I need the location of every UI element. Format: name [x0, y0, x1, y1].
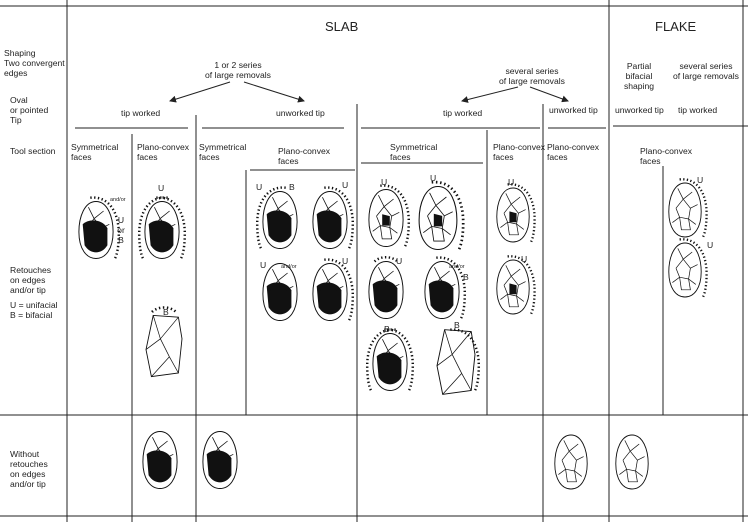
row-label-tool-section: Tool section [10, 146, 56, 156]
row-label-line: edges [4, 68, 28, 78]
u-mark: U [508, 177, 515, 187]
tool-drawing [142, 431, 649, 490]
removals-several-label: several series of large removals [482, 66, 582, 86]
row-label-line: Without [10, 449, 40, 459]
row-label-without-retouches: Without retouches on edges and/or tip [10, 449, 48, 489]
legend-line: U = unifacial [10, 300, 58, 310]
tip-worked-label: tip worked [121, 108, 161, 118]
u-mark: U [396, 256, 403, 266]
or-mark: or [117, 225, 125, 235]
u-or-b-mark: U or B [116, 215, 126, 245]
row-label-line: or pointed [10, 105, 49, 115]
u-mark: U [697, 175, 704, 185]
label-line: shaping [623, 81, 655, 91]
row-label-shaping: Shaping Two convergent edges [4, 48, 65, 78]
plano-convex-faces-label: Plano-convex faces [137, 142, 189, 162]
flake-several-label: several series of large removals [664, 61, 748, 81]
u-mark: U [381, 177, 388, 187]
row-label-line: Two convergent [4, 58, 65, 68]
row-label-line: and/or tip [10, 479, 46, 489]
label-line: faces [547, 152, 568, 162]
label-line: faces [278, 156, 299, 166]
row-label-oval-tip: Oval or pointed Tip [10, 95, 48, 125]
row-label-line: retouches [10, 459, 48, 469]
u-mark: U [342, 180, 349, 190]
unworked-tip-label: unworked tip [549, 105, 598, 115]
b-mark: B [118, 235, 124, 245]
flake-tip-worked-label: tip worked [678, 105, 718, 115]
legend-line: B = bifacial [10, 310, 53, 320]
label-line: Partial [626, 61, 652, 71]
label-line: Plano-convex [137, 142, 190, 152]
row-label-line: Oval [10, 95, 28, 105]
row-label-line: Tip [10, 115, 22, 125]
plano-convex-faces-label: Plano-convex faces [493, 142, 545, 162]
andor-mark: and/or [449, 264, 465, 270]
b-mark: B [289, 182, 295, 192]
row-label-line: Retouches [10, 265, 52, 275]
u-mark: U [158, 183, 165, 193]
flake-partial-label: Partial bifacial shaping [612, 61, 666, 91]
b-mark: B [163, 307, 169, 317]
u-mark: U [256, 182, 263, 192]
plano-convex-faces-label: Plano-convex faces [547, 142, 599, 162]
label-line: faces [640, 156, 661, 166]
b-mark: B [384, 324, 390, 334]
label-line: faces [71, 152, 92, 162]
label-line: several series [679, 61, 733, 71]
flake-header: FLAKE [655, 19, 697, 34]
row-label-line: on edges [10, 469, 46, 479]
flake-unworked-tip-label: unworked tip [615, 105, 664, 115]
label-line: 1 or 2 series [214, 60, 262, 70]
label-line: bifacial [625, 71, 653, 81]
label-line: of large removals [205, 70, 271, 80]
u-mark: U [342, 256, 349, 266]
label-line: faces [493, 152, 514, 162]
row-label-line: Shaping [4, 48, 36, 58]
label-line: Plano-convex [640, 146, 693, 156]
label-line: Plano-convex [493, 142, 546, 152]
label-line: Symmetrical [199, 142, 247, 152]
plano-convex-faces-label: Plano-convex faces [278, 146, 330, 166]
u-mark: U [707, 240, 714, 250]
tool-drawing [78, 178, 708, 395]
u-mark: U [260, 260, 267, 270]
u-mark: U [117, 215, 125, 225]
symmetrical-faces-label: Symmetrical faces [71, 142, 118, 162]
b-mark: B [454, 320, 460, 330]
tip-worked-label: tip worked [443, 108, 483, 118]
label-line: several series [505, 66, 559, 76]
u-mark: U [521, 254, 528, 264]
flake-plano-convex-label: Plano-convex faces [640, 146, 692, 166]
symmetrical-faces-label: Symmetrical faces [199, 142, 246, 162]
label-line: Plano-convex [547, 142, 600, 152]
u-mark: U [430, 173, 437, 183]
label-line: of large removals [673, 71, 739, 81]
label-line: of large removals [499, 76, 565, 86]
row-label-line: on edges [10, 275, 46, 285]
slab-header: SLAB [325, 19, 359, 34]
unworked-tip-label: unworked tip [276, 108, 325, 118]
symmetrical-faces-label: Symmetrical faces [390, 142, 437, 162]
label-line: faces [390, 152, 411, 162]
label-line: faces [137, 152, 158, 162]
row-label-retouches: Retouches on edges and/or tip U = unifac… [10, 265, 58, 320]
removals-one-two-label: 1 or 2 series of large removals [188, 60, 288, 80]
andor-mark: and/or [110, 197, 126, 203]
andor-mark: and/or [281, 264, 297, 270]
label-line: faces [199, 152, 220, 162]
row-label-line: and/or tip [10, 285, 46, 295]
b-mark: B [463, 272, 469, 282]
label-line: Symmetrical [390, 142, 438, 152]
label-line: Plano-convex [278, 146, 331, 156]
label-line: Symmetrical [71, 142, 119, 152]
